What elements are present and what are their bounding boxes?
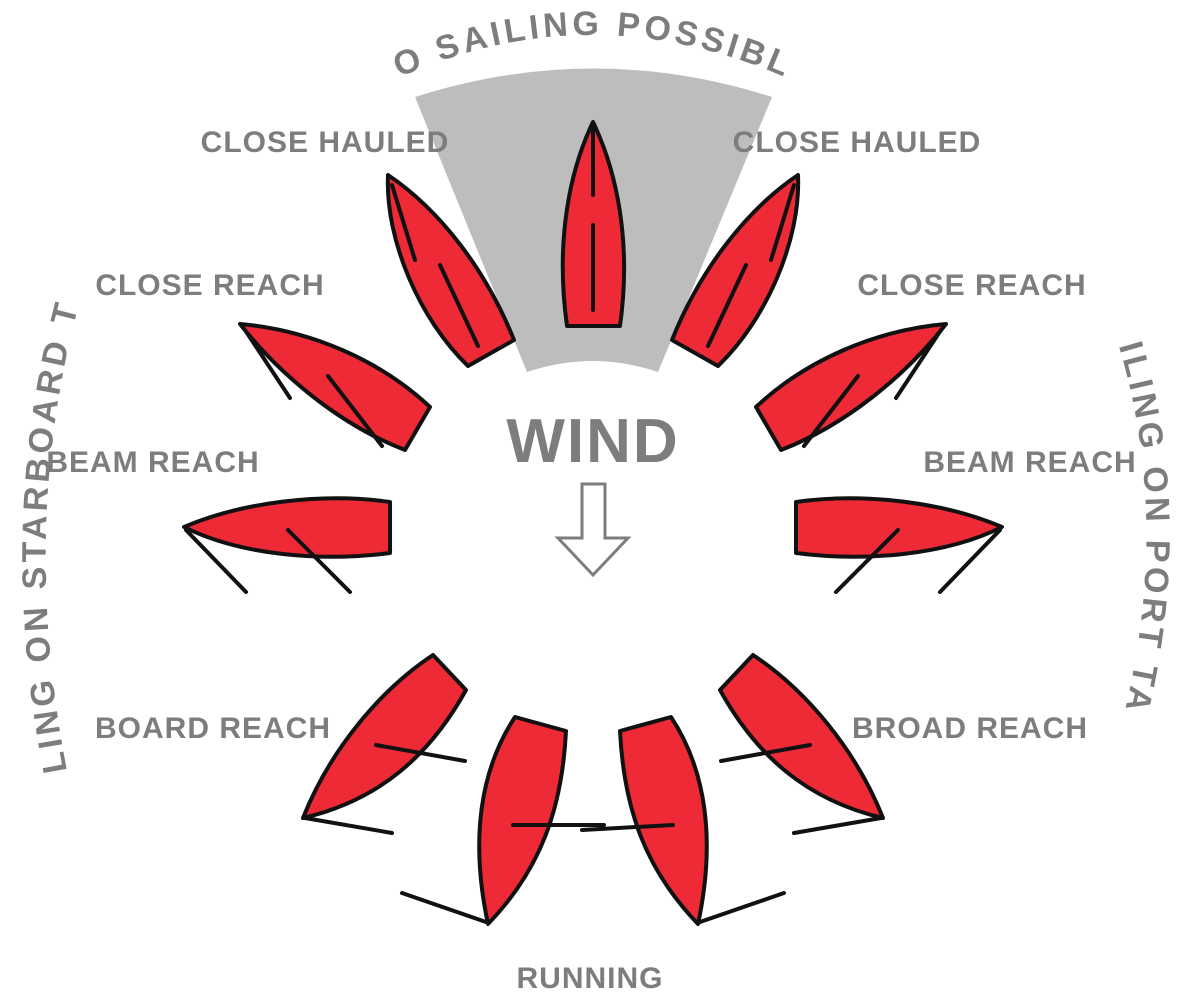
- label-beam-reach-left: BEAM REACH: [46, 446, 259, 479]
- wind-label: WIND: [506, 407, 679, 476]
- label-close-reach-left: CLOSE REACH: [95, 269, 324, 302]
- label-running: RUNNING: [517, 962, 664, 993]
- label-close-reach-right: CLOSE REACH: [857, 269, 1086, 302]
- label-broad-reach-right: BROAD REACH: [852, 712, 1088, 745]
- no-sailing-possible-label: NO SAILING POSSIBLE: [0, 0, 799, 86]
- boat-beam-reach-left: [184, 498, 390, 592]
- label-close-hauled-right: CLOSE HAULED: [733, 126, 982, 159]
- boat-running-left: [402, 717, 604, 924]
- label-beam-reach-right: BEAM REACH: [923, 446, 1136, 479]
- starboard-tack-label: SAILING ON STARBOARD TACK: [0, 0, 86, 777]
- wind-arrow-icon: [558, 484, 628, 575]
- boat-beam-reach-right: [796, 498, 1002, 592]
- label-close-hauled-left: CLOSE HAULED: [201, 126, 450, 159]
- boat-running-right: [582, 717, 784, 924]
- boat-close-reach-right: [756, 324, 946, 450]
- boat-close-reach-left: [240, 324, 430, 450]
- label-broad-reach-left: BOARD REACH: [95, 712, 331, 745]
